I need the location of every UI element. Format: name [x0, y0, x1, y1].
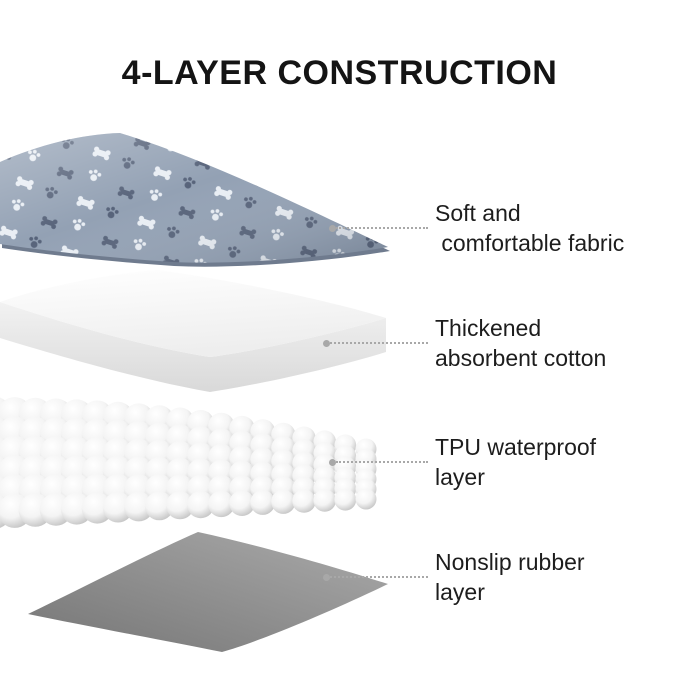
page-title: 4-LAYER CONSTRUCTION: [121, 54, 558, 92]
leader-dot: [329, 224, 336, 232]
label-text: absorbent cotton: [435, 345, 607, 371]
label-text: layer: [435, 579, 485, 605]
leader-line: [330, 576, 428, 578]
label-text: Thickened: [435, 315, 542, 341]
fabric-layer-graphic: [0, 133, 390, 267]
leader-dot: [323, 339, 330, 347]
layer-label-fabric: Soft and comfortable fabric: [428, 198, 624, 258]
label-text: comfortable fabric: [435, 230, 625, 256]
label-text: TPU waterproof: [435, 434, 597, 460]
annotation-rubber: Nonslip rubber layer: [323, 547, 585, 607]
leader-dot: [323, 573, 330, 581]
rubber-layer-graphic: [28, 532, 388, 652]
layer-label-rubber: Nonslip rubber layer: [428, 547, 585, 607]
label-text: Nonslip rubber: [435, 549, 585, 575]
tpu-layer-graphic: [0, 397, 377, 528]
leader-line: [336, 227, 428, 229]
label-text: Soft and: [435, 200, 521, 226]
layer-label-tpu: TPU waterproof layer: [428, 432, 596, 492]
annotation-tpu: TPU waterproof layer: [329, 432, 596, 492]
cotton-layer-graphic: [0, 270, 386, 392]
annotation-cotton: Thickened absorbent cotton: [323, 313, 606, 373]
leader-dot: [329, 458, 336, 466]
leader-line: [336, 461, 428, 463]
label-text: layer: [435, 464, 485, 490]
annotation-fabric: Soft and comfortable fabric: [329, 198, 624, 258]
layer-label-cotton: Thickened absorbent cotton: [428, 313, 606, 373]
leader-line: [330, 342, 428, 344]
